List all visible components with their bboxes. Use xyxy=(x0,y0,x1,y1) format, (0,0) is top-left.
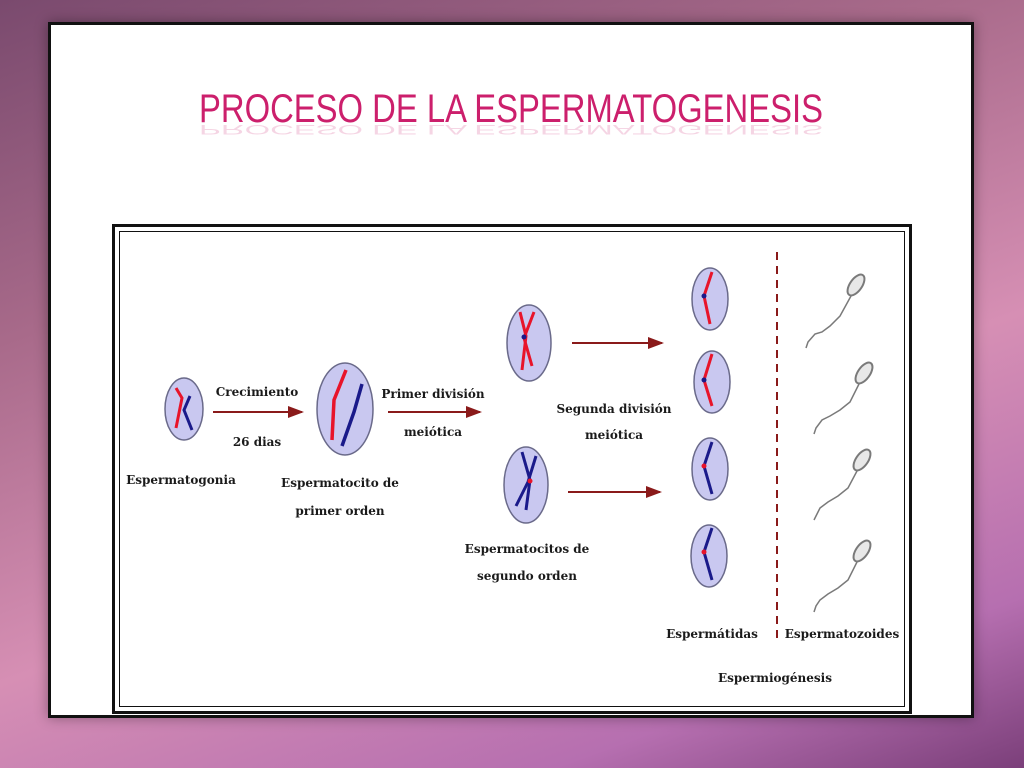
cell-espermatida-1 xyxy=(691,267,729,331)
diagram-inner-border xyxy=(119,231,905,707)
label-espermatozoides: Espermatozoides xyxy=(785,627,900,641)
cell-espermatocito-primer-orden xyxy=(316,362,374,456)
cell-espermatida-3 xyxy=(691,437,729,501)
sperm-1 xyxy=(805,273,866,349)
sperm-2 xyxy=(813,361,874,435)
cell-espermatida-4 xyxy=(690,524,728,588)
label-primer-div-l1: Primer división xyxy=(381,387,485,401)
chromosome-red xyxy=(330,369,348,441)
label-segunda-div-l1: Segunda división xyxy=(556,402,671,416)
label-espermiogenesis: Espermiogénesis xyxy=(718,671,832,685)
cell-espermatocito-segundo-orden-top xyxy=(506,304,552,382)
label-primer-div-l2: meiótica xyxy=(404,425,462,439)
label-26-dias: 26 dias xyxy=(233,435,282,449)
label-espermatocito1-l2: primer orden xyxy=(295,504,384,518)
label-crecimiento: Crecimiento xyxy=(216,385,299,399)
cell-espermatogonia xyxy=(164,377,204,441)
chromosome-blue xyxy=(182,395,194,431)
chromosome-blue xyxy=(340,383,364,447)
cell-espermatocito-segundo-orden-bottom xyxy=(503,446,549,524)
label-espermatocitos2-l1: Espermatocitos de xyxy=(465,542,590,556)
label-espermatocito1-l1: Espermatocito de xyxy=(281,476,399,490)
label-espermatogonia: Espermatogonia xyxy=(126,473,236,487)
sperm-4 xyxy=(813,539,872,613)
centromere xyxy=(521,334,527,340)
sperm-3 xyxy=(813,448,872,521)
cell-espermatida-2 xyxy=(693,350,731,414)
chromosome-red xyxy=(174,387,184,429)
label-espermatidas: Espermátidas xyxy=(666,627,758,641)
label-espermatocitos2-l2: segundo orden xyxy=(477,569,577,583)
cell-body xyxy=(506,304,552,382)
centromere xyxy=(527,478,533,484)
slide-title: PROCESO DE LA ESPERMATOGENESIS xyxy=(199,87,823,131)
label-segunda-div-l2: meiótica xyxy=(585,428,643,442)
